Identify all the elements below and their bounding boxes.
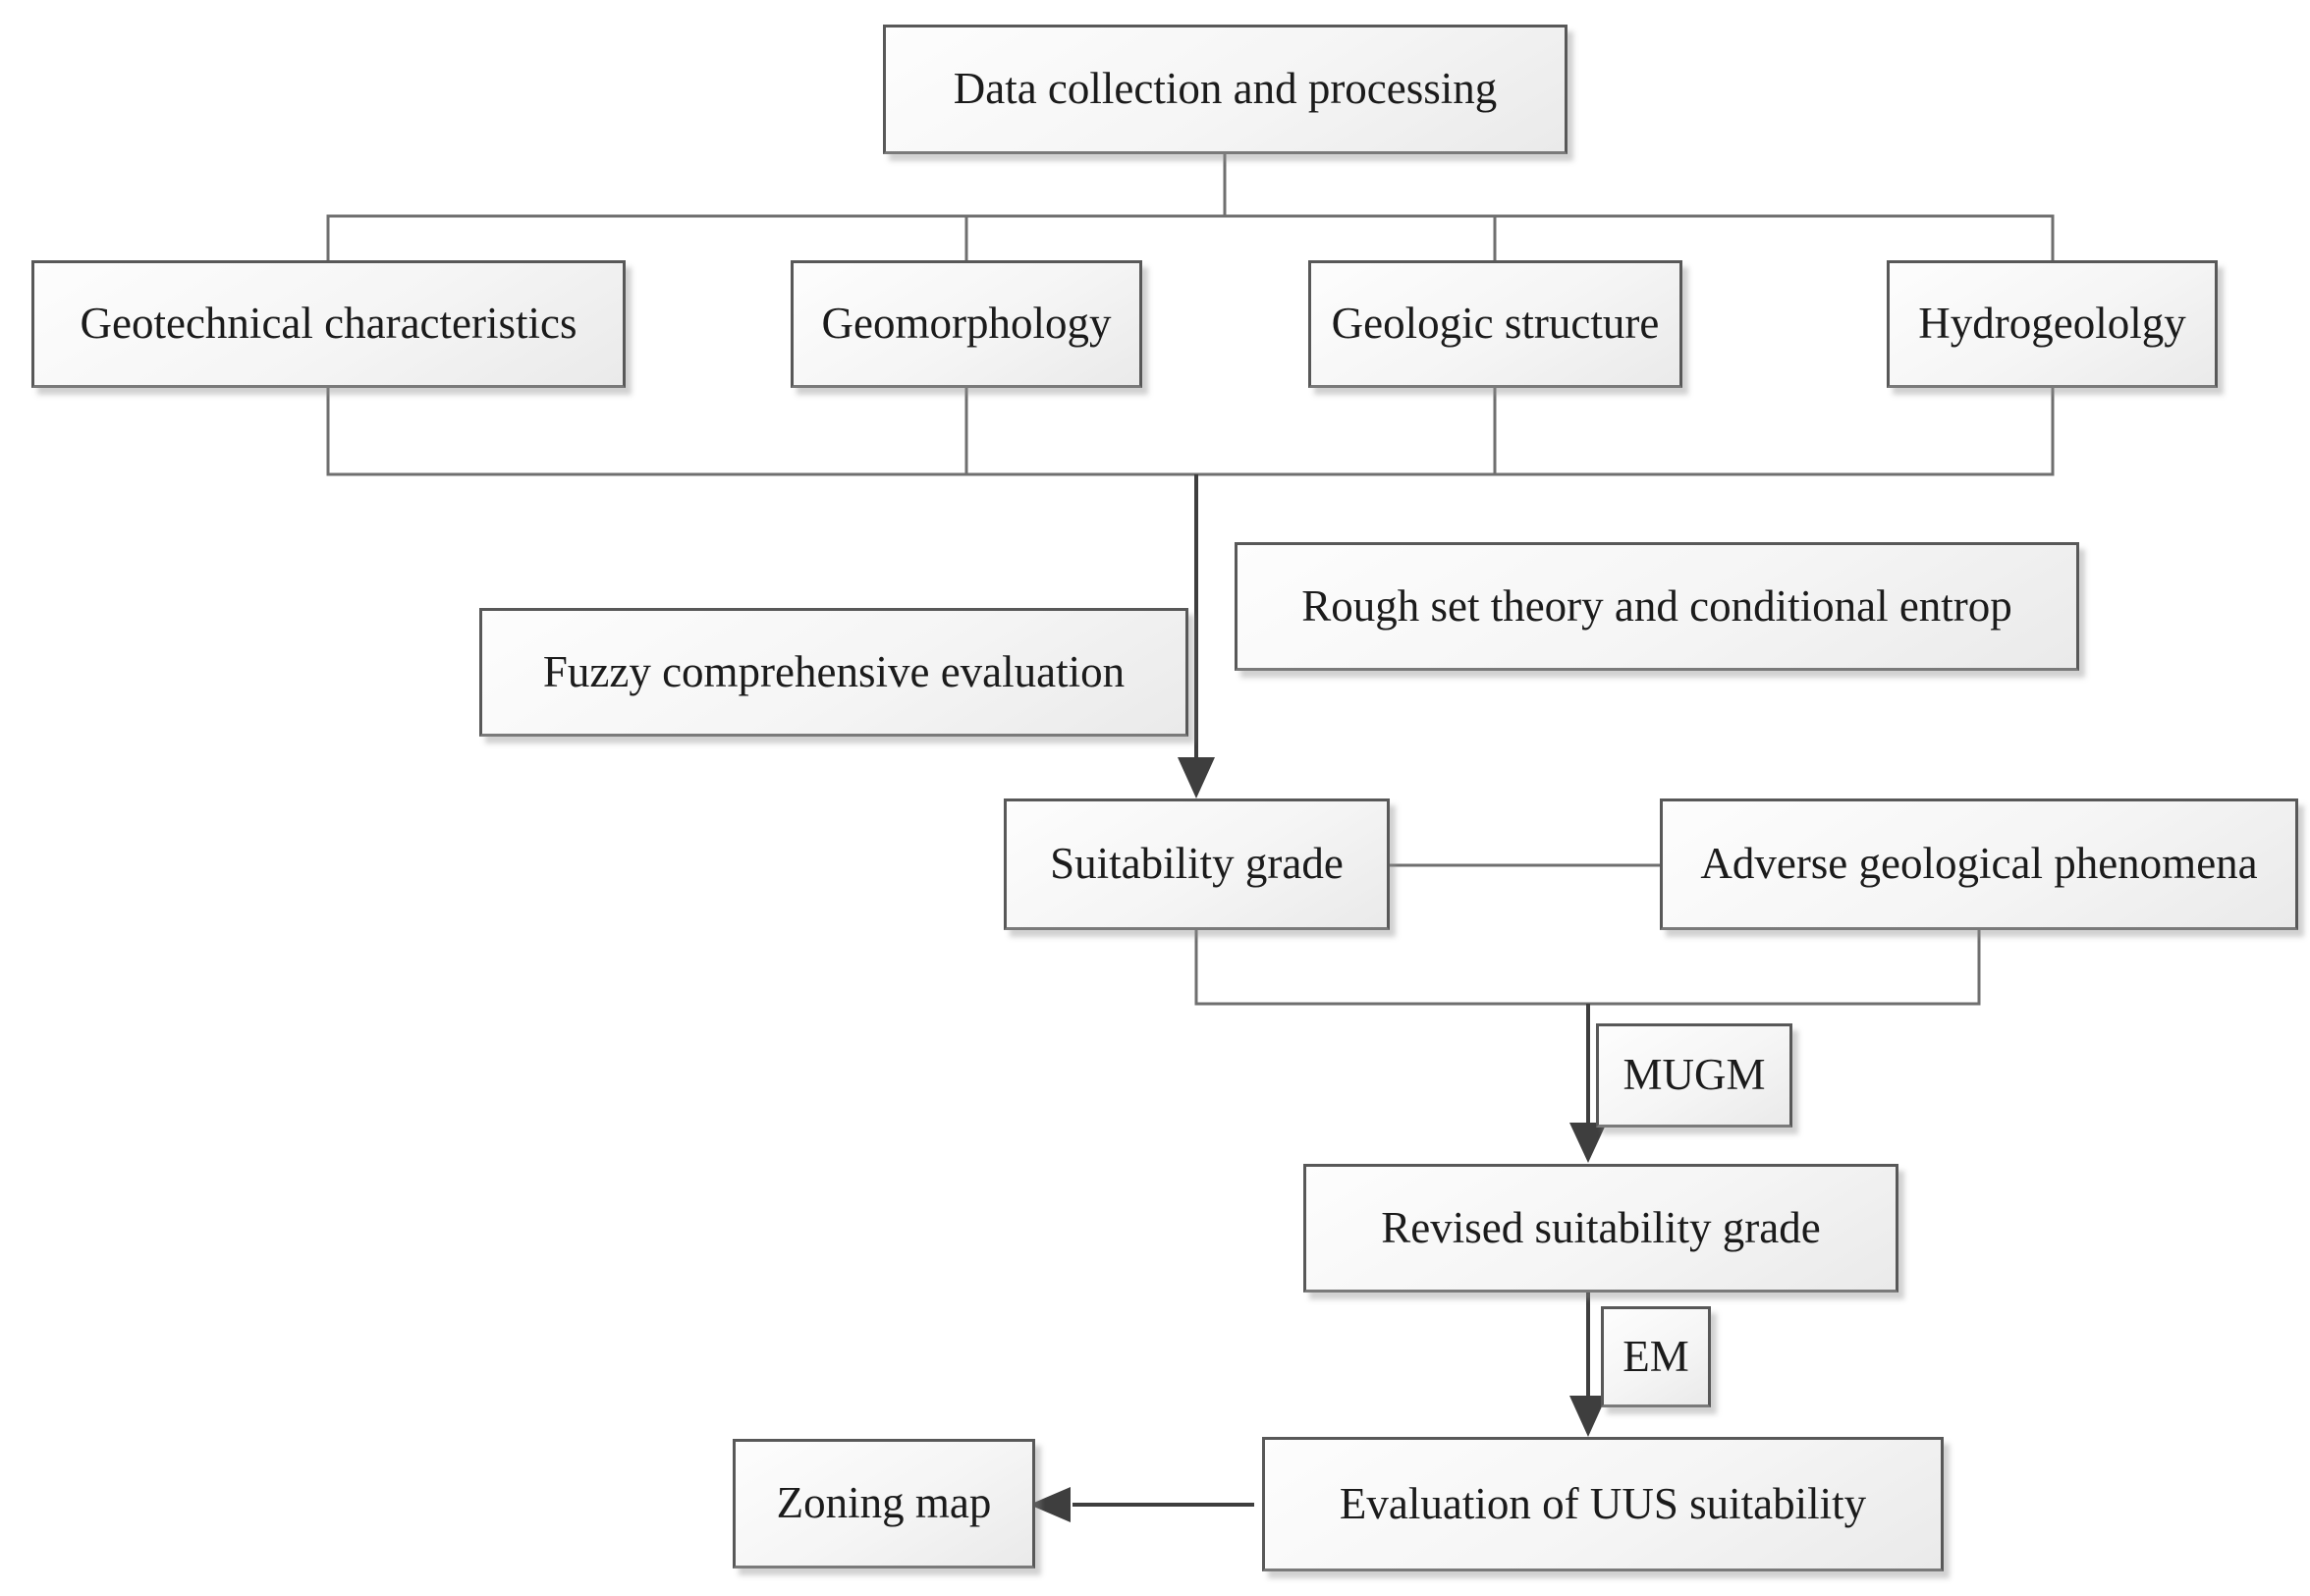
distribution-line <box>326 214 2055 260</box>
arrowhead-down-evaluation <box>1569 1396 1607 1437</box>
arrowhead-left-zoning <box>1029 1487 1071 1522</box>
node-mugm: MUGM <box>1596 1023 1792 1128</box>
node-rough-set-theory: Rough set theory and conditional entrop <box>1235 542 2079 671</box>
node-geomorphology: Geomorphology <box>791 260 1142 388</box>
arrowheads <box>1029 757 1607 1522</box>
arrow-stems <box>1072 474 1590 1507</box>
collector-line <box>326 388 2055 476</box>
arrowhead-down-revised <box>1569 1123 1607 1163</box>
node-geologic-structure: Geologic structure <box>1308 260 1682 388</box>
node-suitability-grade: Suitability grade <box>1004 798 1390 930</box>
node-hydrogeology: Hydrogeololgy <box>1887 260 2218 388</box>
node-adverse-phenomena: Adverse geological phenomena <box>1660 798 2298 930</box>
merge-u-line <box>1194 930 1981 1006</box>
node-uus-evaluation: Evaluation of UUS suitability <box>1262 1437 1944 1571</box>
node-data-collection: Data collection and processing <box>883 25 1568 154</box>
arrowhead-down-suitability <box>1178 757 1215 798</box>
node-fuzzy-evaluation: Fuzzy comprehensive evaluation <box>479 608 1188 737</box>
node-zoning-map: Zoning map <box>733 1439 1035 1568</box>
node-em: EM <box>1601 1306 1711 1407</box>
node-revised-grade: Revised suitability grade <box>1303 1164 1898 1293</box>
node-geotechnical: Geotechnical characteristics <box>31 260 626 388</box>
